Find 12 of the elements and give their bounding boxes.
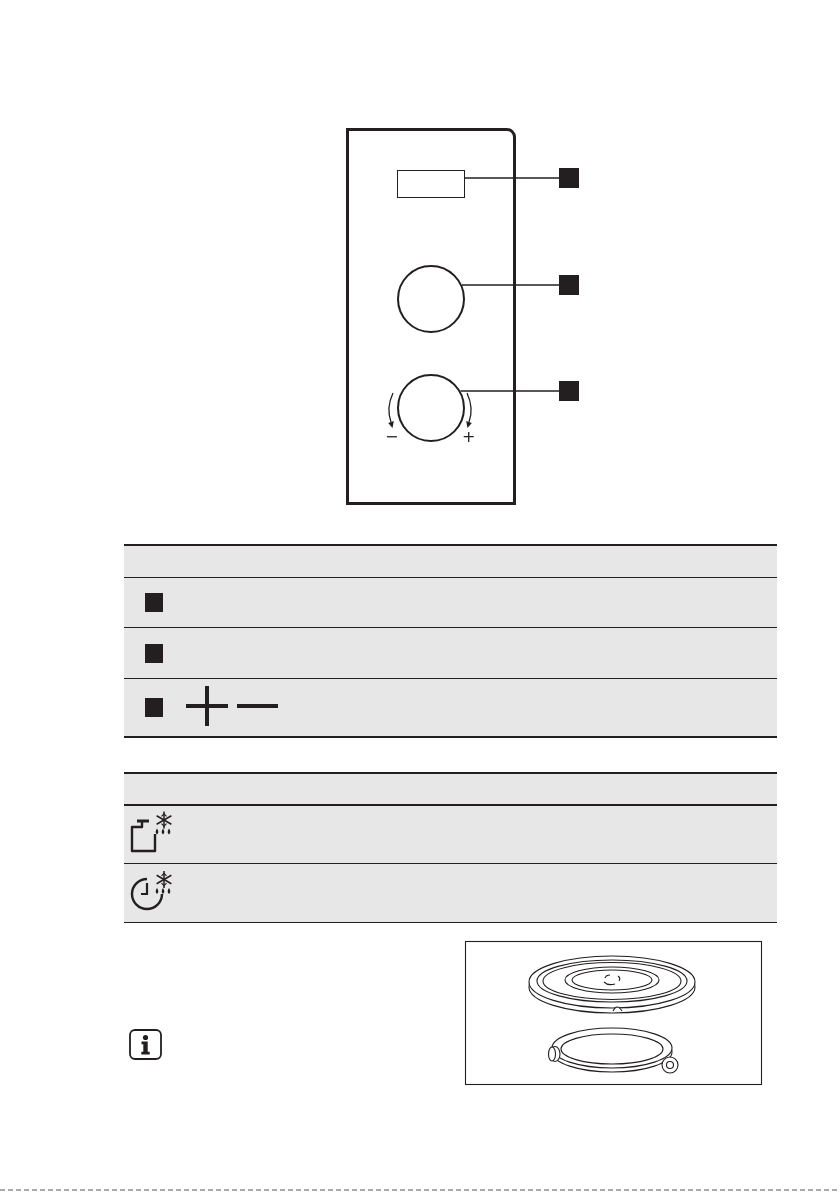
control-knob xyxy=(397,265,465,333)
callout-square xyxy=(559,168,579,188)
leader-line xyxy=(464,177,560,179)
leader-line xyxy=(461,284,560,286)
minus-label: − xyxy=(385,428,399,446)
plus-label: + xyxy=(462,428,476,446)
callout-square xyxy=(559,381,579,401)
control-panel xyxy=(346,128,516,505)
display-window xyxy=(397,170,465,198)
control-knob xyxy=(397,374,465,442)
callout-square xyxy=(559,275,579,295)
leader-line xyxy=(459,390,560,392)
